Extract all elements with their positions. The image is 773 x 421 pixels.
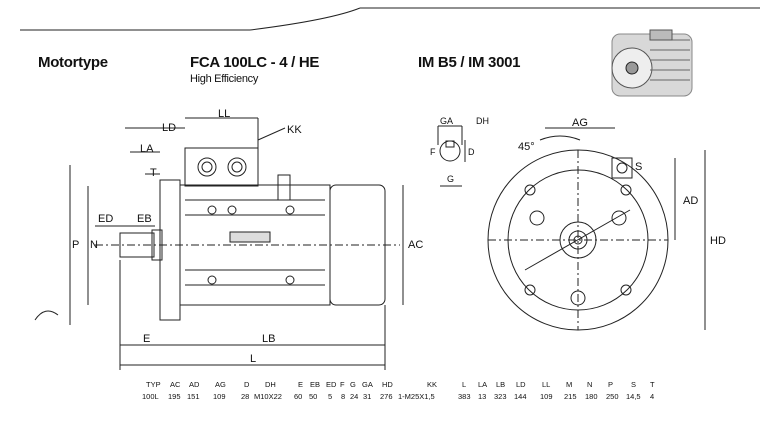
label-ed: ED bbox=[98, 213, 113, 225]
label-45: 45° bbox=[518, 141, 535, 153]
table-cell: 50 bbox=[309, 392, 318, 401]
table-header: L bbox=[462, 380, 467, 389]
table-cell: 5 bbox=[328, 392, 333, 401]
mounting-type-label: IM B5 / IM 3001 bbox=[418, 54, 521, 71]
table-header: LD bbox=[516, 380, 526, 389]
label-d: D bbox=[468, 147, 475, 157]
table-header: DH bbox=[265, 380, 276, 389]
table-header: N bbox=[587, 380, 593, 389]
label-la: LA bbox=[140, 143, 154, 155]
table-cell: 8 bbox=[341, 392, 346, 401]
table-cell: 28 bbox=[241, 392, 250, 401]
table-cell: 109 bbox=[540, 392, 553, 401]
table-header: EB bbox=[310, 380, 321, 389]
label-f: F bbox=[430, 147, 436, 157]
table-cell: 195 bbox=[168, 392, 181, 401]
table-header: AG bbox=[215, 380, 226, 389]
table-cell: 144 bbox=[514, 392, 527, 401]
label-t: T bbox=[150, 167, 157, 179]
table-cell: 215 bbox=[564, 392, 577, 401]
label-ac: AC bbox=[408, 239, 423, 251]
front-view bbox=[487, 127, 706, 331]
table-header: LA bbox=[478, 380, 488, 389]
table-header: TYP bbox=[146, 380, 161, 389]
label-lb: LB bbox=[262, 333, 275, 345]
table-cell: 109 bbox=[213, 392, 226, 401]
motortype-label: Motortype bbox=[38, 54, 108, 71]
table-cell: 276 bbox=[380, 392, 393, 401]
table-cell: 383 bbox=[458, 392, 471, 401]
table-header: LB bbox=[496, 380, 506, 389]
table-cell: 1-M25X1,5 bbox=[398, 392, 435, 401]
table-cell: 100L bbox=[142, 392, 159, 401]
side-view bbox=[34, 117, 404, 370]
table-header: ED bbox=[326, 380, 337, 389]
label-p: P bbox=[72, 239, 79, 251]
table-header: HD bbox=[382, 380, 393, 389]
shaft-end-detail bbox=[437, 125, 466, 187]
label-ad: AD bbox=[683, 195, 698, 207]
table-cell: 151 bbox=[187, 392, 200, 401]
table-cell: 24 bbox=[350, 392, 359, 401]
label-eb: EB bbox=[137, 213, 152, 225]
table-header: GA bbox=[362, 380, 373, 389]
label-n: N bbox=[90, 239, 98, 251]
label-kk: KK bbox=[287, 124, 302, 136]
label-ag: AG bbox=[572, 117, 588, 129]
motor-model-title: FCA 100LC - 4 / HE bbox=[190, 54, 320, 71]
label-ga: GA bbox=[440, 116, 453, 126]
table-cell: 31 bbox=[363, 392, 372, 401]
table-header: E bbox=[298, 380, 304, 389]
label-ld: LD bbox=[162, 122, 176, 134]
dimensions-table: TYP AC AD AG D DH E EB ED F G GA HD KK L… bbox=[0, 376, 773, 416]
motor-photo bbox=[611, 29, 693, 97]
table-header: P bbox=[608, 380, 614, 389]
table-cell: 180 bbox=[585, 392, 598, 401]
table-cell: 60 bbox=[294, 392, 303, 401]
table-cell: 250 bbox=[606, 392, 619, 401]
dimension-labels: LD LL KK LA T ED EB P N AC E LB L GA DH … bbox=[72, 108, 726, 365]
label-dh: DH bbox=[476, 116, 489, 126]
table-header: AD bbox=[189, 380, 200, 389]
table-header: M bbox=[566, 380, 573, 389]
label-ll: LL bbox=[218, 108, 230, 120]
table-cell: M10X22 bbox=[254, 392, 282, 401]
table-cell: 14,5 bbox=[626, 392, 641, 401]
table-cell: 13 bbox=[478, 392, 487, 401]
table-header: S bbox=[631, 380, 637, 389]
label-g: G bbox=[447, 174, 454, 184]
table-cell: 323 bbox=[494, 392, 507, 401]
label-l: L bbox=[250, 353, 256, 365]
table-cell: 4 bbox=[650, 392, 655, 401]
table-header: KK bbox=[427, 380, 438, 389]
table-header: LL bbox=[542, 380, 551, 389]
table-header: AC bbox=[170, 380, 181, 389]
table-header: D bbox=[244, 380, 250, 389]
table-header: G bbox=[350, 380, 356, 389]
header-border bbox=[20, 7, 760, 31]
table-header: F bbox=[340, 380, 345, 389]
label-s: S bbox=[635, 161, 642, 173]
table-header: T bbox=[650, 380, 655, 389]
efficiency-label: High Efficiency bbox=[190, 73, 259, 85]
label-e: E bbox=[143, 333, 150, 345]
label-hd: HD bbox=[710, 235, 726, 247]
